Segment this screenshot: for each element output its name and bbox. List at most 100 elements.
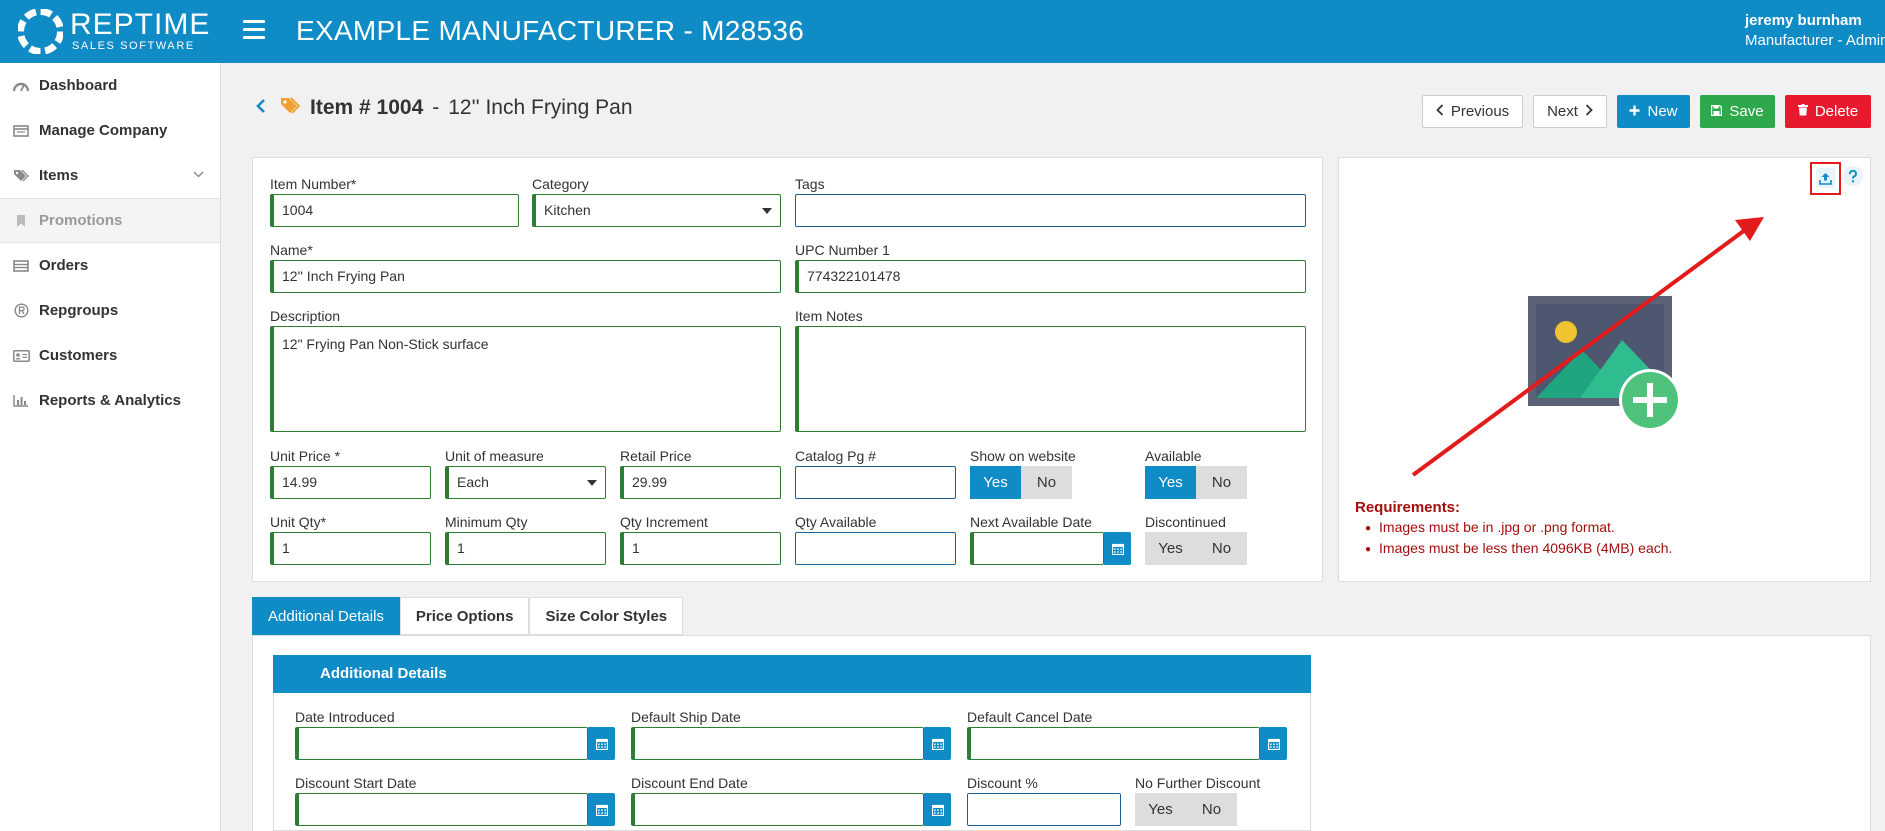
description-textarea[interactable]: 12" Frying Pan Non-Stick surface [270,326,781,432]
qty-increment-field[interactable]: 1 [620,532,781,565]
sidebar-item-dashboard[interactable]: Dashboard [0,63,220,108]
available-label: Available [1145,448,1202,464]
discount-start-date-label: Discount Start Date [295,775,417,791]
show-on-website-no[interactable]: No [1021,466,1072,499]
save-button[interactable]: Save [1700,95,1775,128]
item-number-field[interactable]: 1004 [270,194,519,227]
next-available-date-field[interactable] [970,532,1104,565]
calendar-icon[interactable] [924,793,951,826]
user-role: Manufacturer - Admin [1745,32,1885,49]
qty-available-field[interactable] [795,532,956,565]
tab-price-options[interactable]: Price Options [399,597,530,635]
requirements-title: Requirements: [1355,499,1461,516]
show-on-website-toggle: Yes No [970,466,1072,499]
no-further-discount-no[interactable]: No [1186,793,1237,826]
unit-qty-label: Unit Qty* [270,514,327,530]
sidebar-item-promotions[interactable]: Promotions [0,198,220,243]
delete-label: Delete [1814,103,1859,120]
calendar-icon[interactable] [588,727,615,760]
caret-down-icon [762,208,772,214]
sidebar-item-reports[interactable]: Reports & Analytics [0,378,220,423]
calendar-icon[interactable] [924,727,951,760]
catalog-pg-field[interactable] [795,466,956,499]
menu-toggle-icon[interactable] [243,20,265,40]
default-cancel-date-field[interactable] [967,727,1260,760]
tab-additional-details[interactable]: Additional Details [252,597,400,635]
additional-details-header: Additional Details [273,655,1311,693]
available-no[interactable]: No [1196,466,1247,499]
item-notes-textarea[interactable] [795,326,1306,432]
upc-field[interactable]: 774322101478 [795,260,1306,293]
tag-icon [280,97,302,119]
registered-icon [12,303,30,318]
sidebar-item-label: Items [39,167,79,184]
sidebar-item-label: Repgroups [39,302,119,319]
sidebar-item-manage-company[interactable]: Manage Company [0,108,220,153]
name-field[interactable]: 12'' Inch Frying Pan [270,260,781,293]
discontinued-toggle: Yes No [1145,532,1247,565]
no-further-discount-yes[interactable]: Yes [1135,793,1186,826]
category-select[interactable]: Kitchen [532,194,781,227]
sidebar-item-repgroups[interactable]: Repgroups [0,288,220,333]
trash-icon [1797,104,1808,119]
discount-start-date-field[interactable] [295,793,588,826]
unit-qty-field[interactable]: 1 [270,532,431,565]
chevron-down-icon [193,167,204,181]
calendar-icon[interactable] [588,793,615,826]
discount-end-date-field[interactable] [631,793,924,826]
sidebar-item-orders[interactable]: Orders [0,243,220,288]
discount-pct-field[interactable] [967,793,1121,826]
available-yes[interactable]: Yes [1145,466,1196,499]
title-separator: - [432,96,440,119]
top-header: REPTIME SALES SOFTWARE EXAMPLE MANUFACTU… [0,0,1885,63]
tags-icon [12,169,30,183]
show-on-website-yes[interactable]: Yes [970,466,1021,499]
qty-available-label: Qty Available [795,514,877,530]
no-further-discount-label: No Further Discount [1135,775,1261,791]
bookmark-icon [12,214,30,228]
user-name[interactable]: jeremy burnham [1745,12,1862,29]
upload-icon[interactable] [1816,168,1835,188]
sidebar-item-items[interactable]: Items [0,153,220,198]
caret-down-icon [587,480,597,486]
item-name-title: 12'' Inch Frying Pan [448,96,633,119]
sidebar-item-label: Dashboard [39,77,118,94]
available-toggle: Yes No [1145,466,1247,499]
help-icon[interactable] [1843,166,1863,186]
chevron-left-icon [1436,104,1444,119]
calendar-icon[interactable] [1104,532,1131,565]
new-label: New [1647,103,1678,120]
default-ship-date-field[interactable] [631,727,924,760]
tab-size-color-styles[interactable]: Size Color Styles [529,597,684,635]
calendar-icon[interactable] [1260,727,1287,760]
retail-price-field[interactable]: 29.99 [620,466,781,499]
new-button[interactable]: New [1617,95,1690,128]
discontinued-yes[interactable]: Yes [1145,532,1196,565]
tags-input[interactable] [795,194,1306,227]
description-label: Description [270,308,341,324]
next-label: Next [1547,103,1578,120]
discount-end-date-label: Discount End Date [631,775,748,791]
previous-button[interactable]: Previous [1422,95,1523,128]
sidebar-item-label: Manage Company [39,122,168,139]
sidebar-item-label: Orders [39,257,89,274]
back-arrow-icon[interactable] [255,97,266,120]
delete-button[interactable]: Delete [1785,95,1871,128]
chevron-right-icon [1585,104,1593,119]
sidebar-item-label: Customers [39,347,118,364]
tags-label: Tags [795,176,825,192]
reptime-logo[interactable]: REPTIME SALES SOFTWARE [18,8,209,56]
minimum-qty-field[interactable]: 1 [445,532,606,565]
sidebar-item-customers[interactable]: Customers [0,333,220,378]
no-further-discount-toggle: Yes No [1135,793,1237,826]
date-introduced-field[interactable] [295,727,588,760]
qty-increment-label: Qty Increment [620,514,708,530]
upc-label: UPC Number 1 [795,242,890,258]
unit-of-measure-select[interactable]: Each [445,466,606,499]
reptime-logo-mark [18,9,63,54]
discontinued-no[interactable]: No [1196,532,1247,565]
unit-price-field[interactable]: 14.99 [270,466,431,499]
show-on-website-label: Show on website [970,448,1076,464]
next-button[interactable]: Next [1533,95,1607,128]
brand-name: REPTIME [70,8,211,41]
